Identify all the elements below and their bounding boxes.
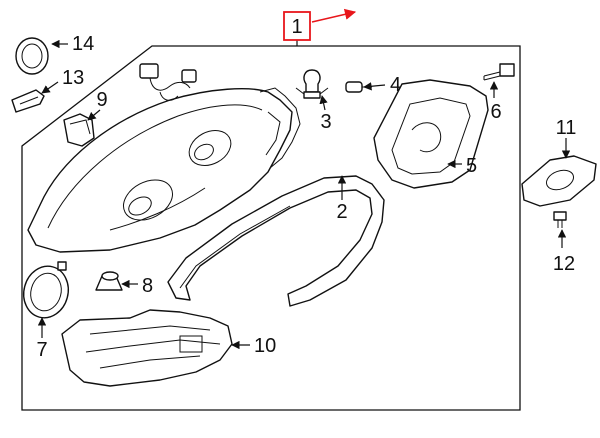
cap-part [15, 37, 49, 75]
assembly-frame [21, 45, 521, 411]
leader-9 [87, 109, 101, 121]
screw-12-part [553, 211, 567, 228]
leader-3 [319, 95, 328, 111]
cover-part [373, 79, 489, 189]
wiring-harness [139, 63, 197, 101]
leader-4 [363, 82, 386, 91]
grommet-part [95, 271, 123, 291]
headlamp-housing [27, 87, 301, 253]
callout-5: 5 [466, 155, 477, 177]
callout-8: 8 [142, 275, 153, 297]
callout-13: 13 [62, 67, 84, 89]
callout-6: 6 [490, 101, 501, 123]
callout-9: 9 [96, 89, 107, 111]
leader-1 [311, 8, 357, 23]
bulb-part [295, 69, 329, 99]
callout-3: 3 [320, 111, 331, 133]
bulb-socket-part [11, 89, 45, 113]
callout-1: 1 [291, 16, 302, 38]
socket-part [63, 113, 95, 147]
callout-12: 12 [553, 253, 575, 275]
callout-1-highlight-box [283, 11, 311, 41]
bracket-part [61, 309, 233, 387]
callout-14: 14 [72, 33, 94, 55]
callout-7: 7 [36, 339, 47, 361]
leader-13 [41, 81, 59, 94]
callout-4: 4 [390, 74, 401, 96]
screw-part [483, 63, 515, 81]
callout-2: 2 [336, 201, 347, 223]
ring-part [23, 261, 69, 319]
callout-10: 10 [254, 335, 276, 357]
module-part [521, 155, 597, 207]
callout-11: 11 [556, 117, 577, 139]
